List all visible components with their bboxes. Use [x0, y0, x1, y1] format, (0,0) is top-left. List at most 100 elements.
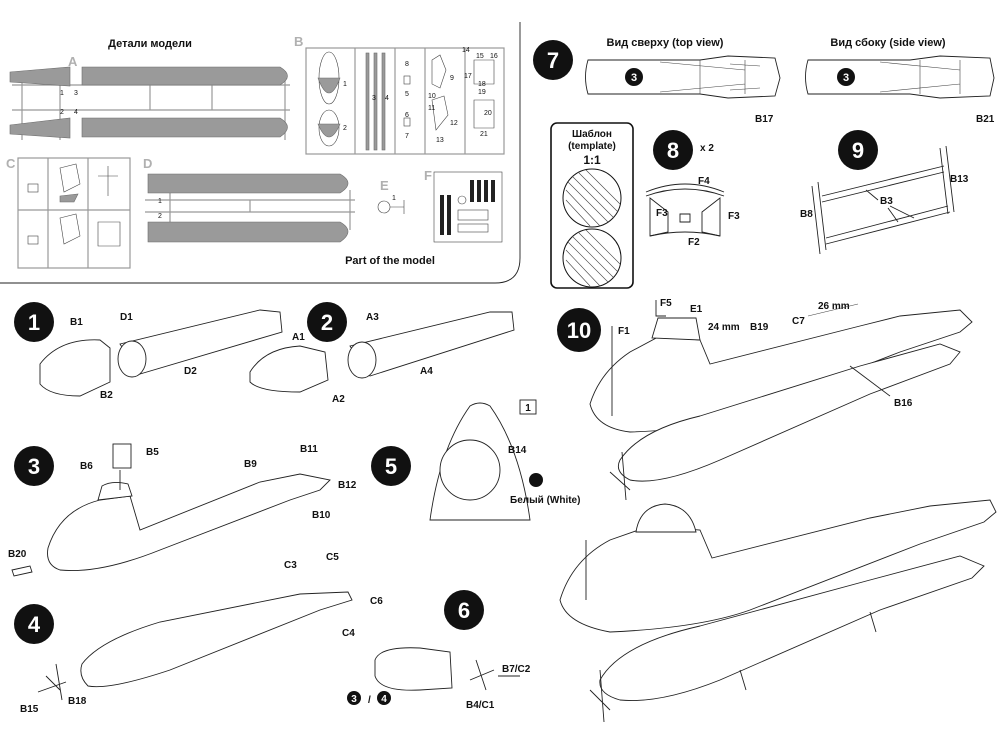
- part-b2: [318, 109, 340, 147]
- sprue-letter-e: E: [380, 178, 389, 193]
- svg-text:F3: F3: [656, 208, 668, 219]
- svg-text:11: 11: [428, 105, 435, 112]
- sprue-b-frame: [305, 47, 505, 155]
- assembly-lower-tower: [635, 503, 697, 533]
- step-1: 1 B1 D1 D2 B2: [14, 302, 283, 401]
- panel-border: [0, 22, 521, 284]
- svg-text:B5: B5: [146, 447, 159, 458]
- step-10-marker: [557, 308, 601, 352]
- sprue-c-frame: [17, 157, 131, 269]
- template-box: Шаблон (template) 1:1: [550, 122, 634, 289]
- step-2-number: 2: [321, 310, 333, 335]
- svg-text:/: /: [368, 695, 371, 706]
- sprue-f: F: [424, 168, 503, 243]
- step-4-number: 4: [28, 612, 41, 637]
- sprue-panel: Детали модели Part of the model A 1 2 3 …: [0, 22, 521, 284]
- svg-text:3: 3: [843, 72, 849, 84]
- step-3-marker: [14, 446, 54, 486]
- svg-text:C4: C4: [342, 628, 355, 639]
- step-5-marker: [371, 446, 411, 486]
- svg-text:B9: B9: [244, 459, 257, 470]
- step-9-number: 9: [852, 138, 864, 163]
- svg-text:21: 21: [480, 131, 488, 138]
- part-a2: [9, 117, 71, 139]
- svg-text:13: 13: [436, 137, 444, 144]
- part-b1-b2: [39, 339, 111, 397]
- part-a1: [9, 66, 71, 87]
- svg-text:B1: B1: [70, 317, 83, 328]
- assembly-lower-torpedo: [599, 555, 985, 701]
- part-b4: [373, 52, 378, 151]
- svg-text:C7: C7: [792, 316, 805, 327]
- svg-text:C5: C5: [326, 552, 339, 563]
- svg-text:B14: B14: [508, 445, 527, 456]
- step-6-badge-a: [347, 691, 361, 705]
- svg-text:20: 20: [484, 110, 492, 117]
- svg-text:B2: B2: [100, 390, 113, 401]
- step-8-marker: [653, 130, 693, 170]
- sprue-f-frame: [433, 171, 503, 243]
- svg-text:1: 1: [343, 81, 347, 88]
- step-5-callout-box: [519, 399, 537, 415]
- svg-text:3: 3: [631, 72, 637, 84]
- svg-text:B4/C1: B4/C1: [466, 700, 495, 711]
- svg-text:1: 1: [158, 198, 162, 205]
- step-4: 4 C5 C3 C6 C4 B15 B18: [14, 552, 383, 715]
- part-f4: [645, 183, 725, 197]
- svg-text:26 mm: 26 mm: [818, 301, 850, 312]
- svg-text:3: 3: [372, 95, 376, 102]
- svg-text:B7/C2: B7/C2: [502, 664, 531, 675]
- sprue-b: B 1 2 3 4 5 6 7 8 9 10 11 12 13: [294, 34, 505, 155]
- svg-text:F5: F5: [660, 298, 672, 309]
- top-view-label: B17: [755, 114, 774, 125]
- svg-text:2: 2: [158, 213, 162, 220]
- svg-text:8: 8: [405, 61, 409, 68]
- svg-text:Белый (White): Белый (White): [510, 495, 580, 506]
- stand-drawing: [811, 145, 955, 255]
- template-title-ru: Шаблон: [572, 128, 612, 140]
- svg-text:C3: C3: [284, 560, 297, 571]
- part-a4: [81, 117, 288, 138]
- svg-text:5: 5: [405, 91, 409, 98]
- a-num-3: 3: [74, 90, 78, 97]
- svg-text:17: 17: [464, 73, 472, 80]
- svg-text:6: 6: [405, 112, 409, 119]
- svg-text:7: 7: [405, 133, 409, 140]
- step-7-number: 7: [547, 48, 559, 73]
- side-view-title: Вид сбоку (side view): [830, 37, 945, 49]
- svg-text:F2: F2: [688, 237, 700, 248]
- step-5: 5 1 B14 Белый (White): [371, 399, 580, 521]
- step-2-marker: [307, 302, 347, 342]
- svg-text:B16: B16: [894, 398, 913, 409]
- svg-text:F3: F3: [728, 211, 740, 222]
- svg-text:19: 19: [478, 89, 486, 96]
- step-3: 3 B5 B6 B11 B9 B12 B10 B20: [8, 443, 357, 577]
- svg-text:15: 15: [476, 53, 484, 60]
- svg-text:B10: B10: [312, 510, 331, 521]
- svg-text:12: 12: [450, 120, 458, 127]
- sprue-c: C: [6, 156, 131, 269]
- a-num-4: 4: [74, 109, 78, 116]
- svg-text:B11: B11: [300, 444, 318, 455]
- sprue-title-en: Part of the model: [345, 255, 435, 267]
- svg-text:C6: C6: [370, 596, 383, 607]
- svg-text:24 mm: 24 mm: [708, 322, 740, 333]
- svg-text:B18: B18: [68, 696, 87, 707]
- step-6-marker: [444, 590, 484, 630]
- top-view-title: Вид сверху (top view): [607, 37, 724, 49]
- step-10: 10 F1 F5 E1 24 mm B19 C7 26 mm B16: [557, 298, 997, 723]
- template-title-en: (template): [568, 141, 616, 152]
- hull-aft: [80, 591, 353, 688]
- step-6: 6 3 / 4 B7/C2 B4/C1: [347, 590, 531, 711]
- sprue-e: E 1: [377, 178, 405, 214]
- part-d2: [147, 221, 349, 243]
- step-8-multiplier: x 2: [700, 143, 714, 154]
- step-9: 9 B13 B3 B8: [800, 130, 969, 255]
- sprue-letter-b: B: [294, 34, 303, 49]
- svg-text:4: 4: [385, 95, 389, 102]
- step-5-number: 5: [385, 454, 397, 479]
- svg-text:18: 18: [478, 81, 486, 88]
- svg-text:1: 1: [392, 195, 396, 202]
- sprue-a: A 1 2 3 4: [9, 54, 290, 140]
